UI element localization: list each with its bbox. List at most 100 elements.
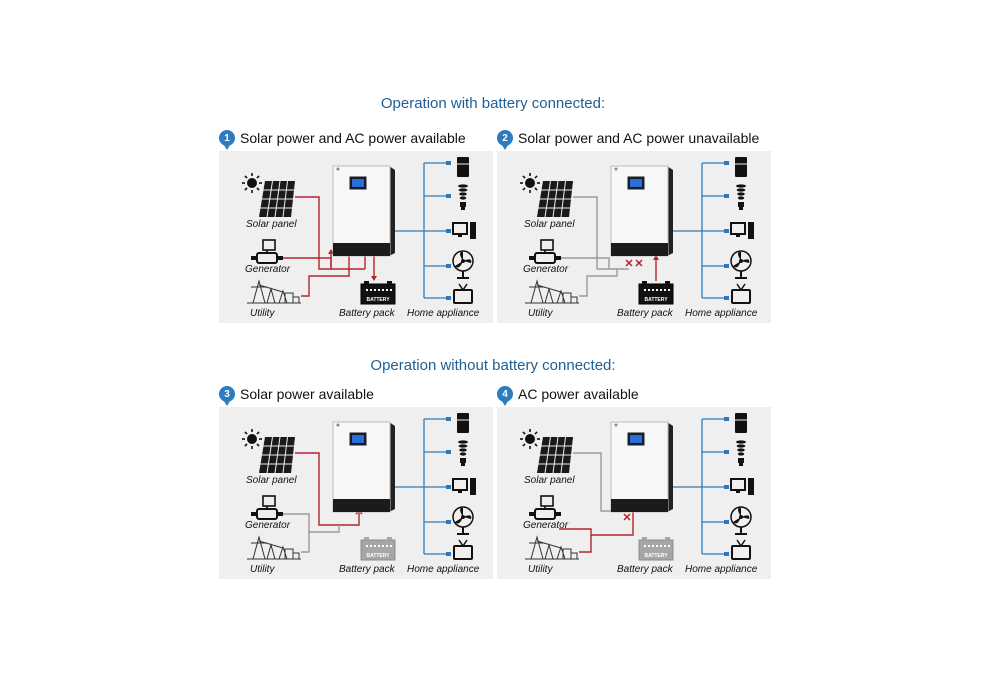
bulb-icon — [458, 440, 468, 466]
panel-4-badge: 4 — [497, 386, 513, 406]
sun-icon — [520, 173, 540, 193]
label-home-appliance: Home appliance — [685, 308, 758, 319]
computer-icon — [730, 478, 754, 495]
svg-text:BATTERY: BATTERY — [366, 553, 390, 559]
panel-3-badge: 3 — [219, 386, 235, 406]
diagram-canvas: BATTERY — [242, 413, 476, 561]
generator-icon — [251, 239, 283, 264]
generator-flow-line — [283, 513, 310, 532]
arrow-head — [371, 276, 377, 281]
generator-icon — [251, 495, 283, 520]
utility-tower-icon — [247, 535, 301, 560]
panel-2-badge: 2 — [497, 130, 513, 150]
panel-4-header: 4 AC power available — [497, 383, 639, 406]
solar-flow-line — [295, 452, 360, 526]
utility-flow-line — [301, 525, 340, 553]
fan-icon — [730, 250, 752, 279]
utility-flow-line — [301, 254, 350, 297]
bulb-icon — [458, 184, 468, 210]
label-battery-pack: Battery pack — [339, 308, 395, 319]
fan-icon — [452, 250, 474, 279]
label-solar-panel: Solar panel — [246, 219, 297, 230]
generator-flow-line — [561, 257, 610, 269]
svg-text:BATTERY: BATTERY — [366, 297, 390, 303]
panel-3-header: 3 Solar power available — [219, 383, 374, 406]
label-utility: Utility — [528, 564, 553, 575]
heading-with-battery: Operation with battery connected: — [380, 95, 606, 112]
solar-panel-icon — [259, 180, 295, 218]
svg-text:BATTERY: BATTERY — [644, 297, 668, 303]
utility-flow-line — [579, 535, 592, 553]
utility-tower-icon — [247, 279, 301, 304]
label-home-appliance: Home appliance — [407, 564, 480, 575]
inverter-icon — [610, 421, 673, 513]
panel-2-title: Solar power and AC power unavailable — [518, 130, 760, 146]
computer-icon — [452, 222, 476, 239]
fan-icon — [452, 506, 474, 535]
output-lines — [395, 161, 451, 300]
utility-tower-icon — [525, 279, 579, 304]
inverter-icon — [332, 165, 395, 257]
fan-icon — [730, 506, 752, 535]
blocked-x-icon — [635, 259, 643, 267]
fridge-icon — [457, 157, 469, 177]
label-generator: Generator — [245, 264, 291, 275]
panel-1-badge: 1 — [219, 130, 235, 150]
battery-icon: BATTERY — [638, 281, 674, 305]
battery-icon: BATTERY — [360, 281, 396, 305]
blocked-x-icon — [623, 513, 631, 521]
sun-icon — [242, 429, 262, 449]
solar-panel-icon — [537, 436, 573, 474]
panel-2-header: 2 Solar power and AC power unavailable — [497, 127, 760, 150]
tv-icon — [731, 283, 751, 304]
inverter-icon — [610, 165, 673, 257]
utility-flow-line — [579, 269, 618, 297]
output-lines — [673, 417, 729, 556]
label-solar-panel: Solar panel — [246, 475, 297, 486]
panel-4-title: AC power available — [518, 386, 639, 402]
tv-icon — [731, 539, 751, 560]
tv-icon — [453, 539, 473, 560]
label-utility: Utility — [250, 564, 275, 575]
solar-flow-line — [573, 196, 629, 270]
output-lines — [395, 417, 451, 556]
label-battery-pack: Battery pack — [339, 564, 395, 575]
bulb-icon — [736, 440, 746, 466]
diagram-canvas: BATTERY — [520, 413, 754, 561]
computer-icon — [730, 222, 754, 239]
battery-icon: BATTERY — [638, 537, 674, 561]
solar-panel-icon — [537, 180, 573, 218]
label-battery-pack: Battery pack — [617, 564, 673, 575]
utility-tower-icon — [525, 535, 579, 560]
computer-icon — [452, 478, 476, 495]
generator-flow-line — [559, 510, 634, 536]
bulb-icon — [736, 184, 746, 210]
label-battery-pack: Battery pack — [617, 308, 673, 319]
label-home-appliance: Home appliance — [685, 564, 758, 575]
sun-icon — [242, 173, 262, 193]
arrow-head — [653, 255, 659, 260]
battery-icon: BATTERY — [360, 537, 396, 561]
inverter-icon — [332, 421, 395, 513]
diagram-canvas: BATTERY — [242, 157, 476, 305]
panel-3-title: Solar power available — [240, 386, 374, 402]
label-solar-panel: Solar panel — [524, 219, 575, 230]
sun-icon — [520, 429, 540, 449]
solar-panel-icon — [259, 436, 295, 474]
fridge-icon — [735, 413, 747, 433]
generator-icon — [529, 239, 561, 264]
fridge-icon — [457, 413, 469, 433]
tv-icon — [453, 283, 473, 304]
label-utility: Utility — [250, 308, 275, 319]
generator-flow-line — [283, 257, 332, 269]
svg-text:BATTERY: BATTERY — [644, 553, 668, 559]
panel-1-header: 1 Solar power and AC power available — [219, 127, 466, 150]
blocked-x-icon — [625, 259, 633, 267]
diagram-canvas: BATTERY — [520, 157, 754, 305]
output-lines — [673, 161, 729, 300]
label-generator: Generator — [523, 520, 569, 531]
